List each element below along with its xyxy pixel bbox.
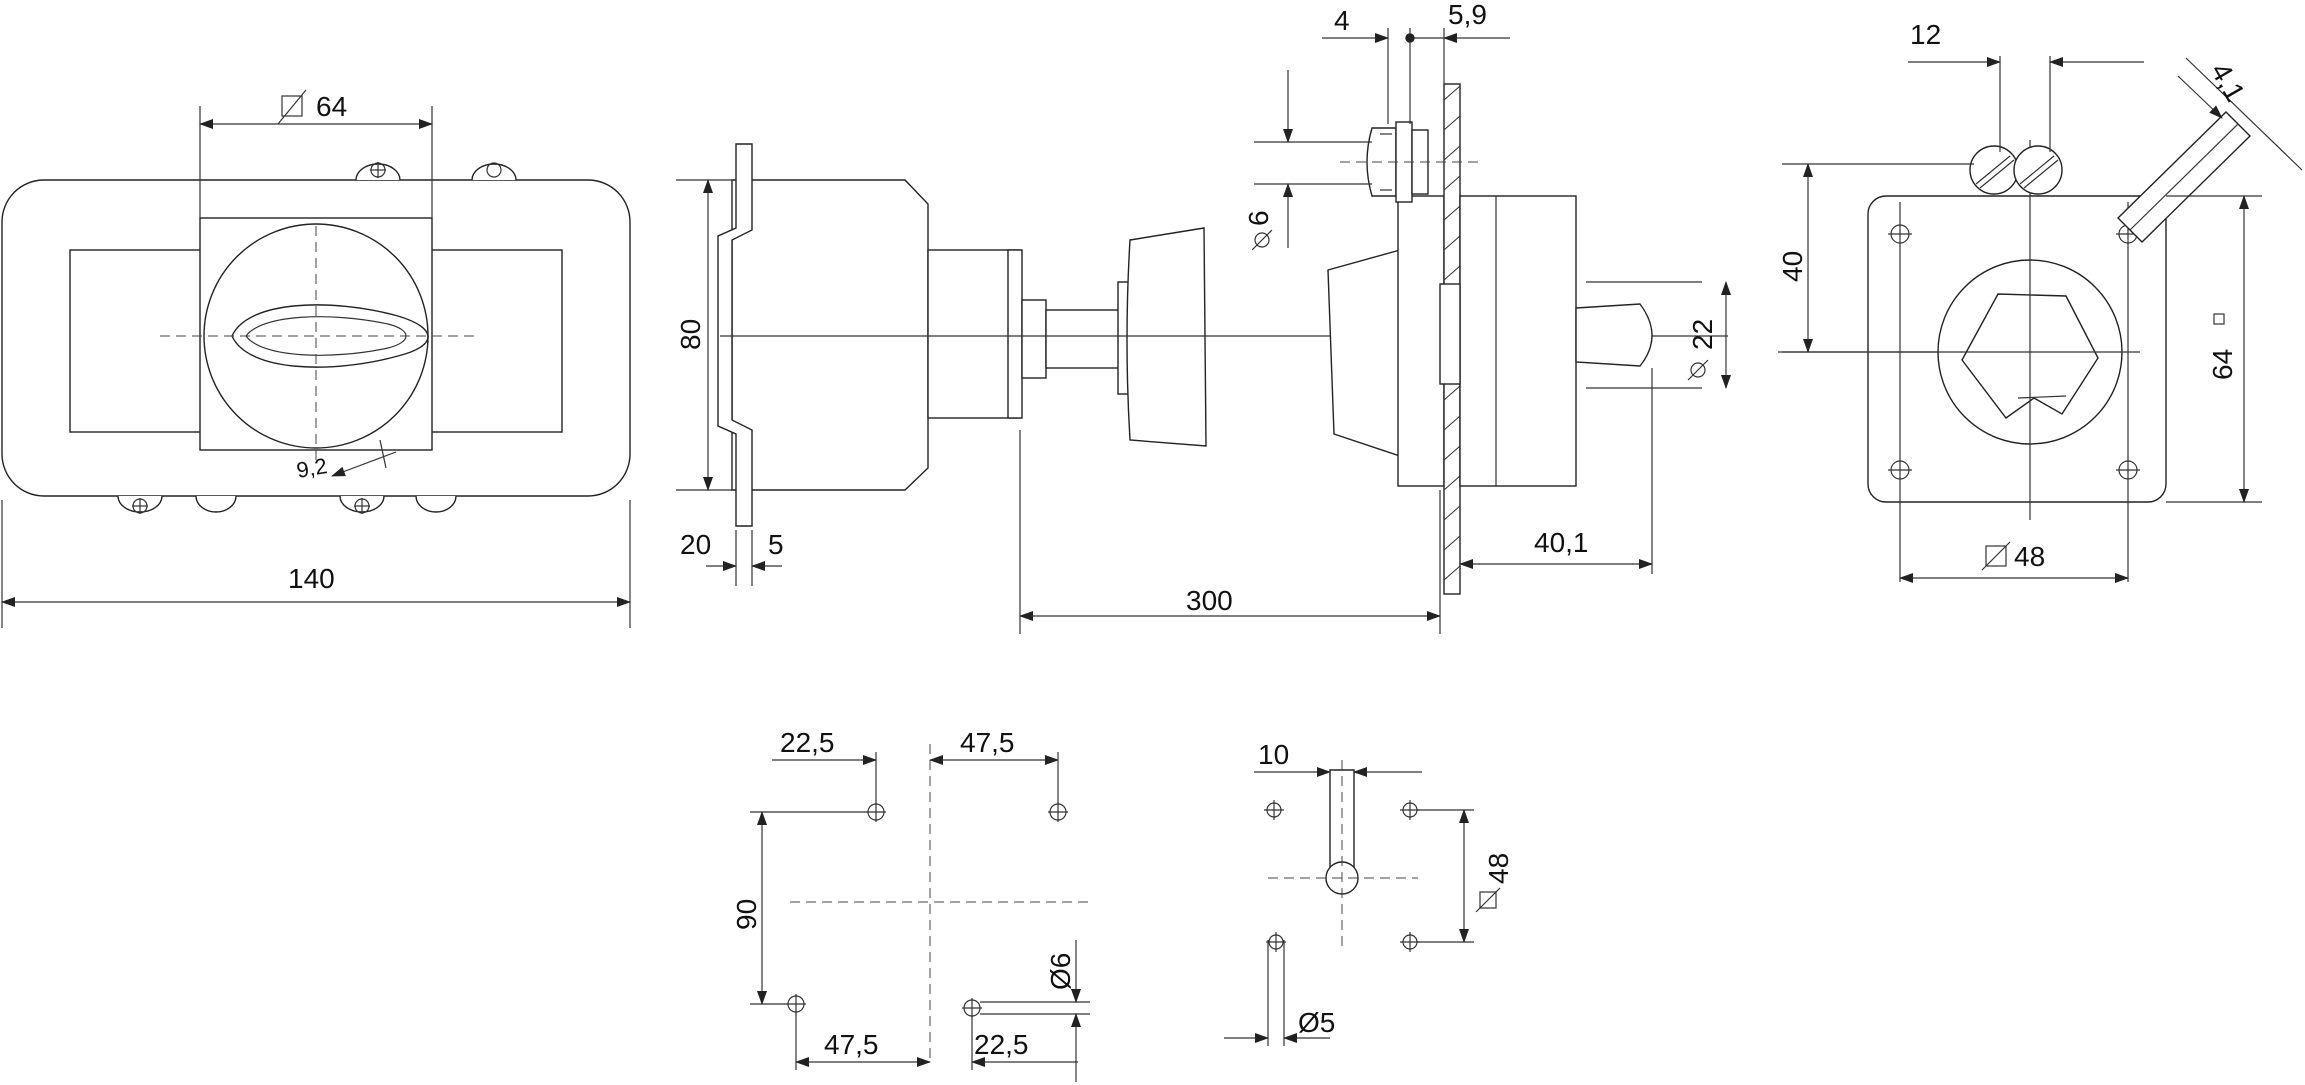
door-slot-label: 12 (1910, 19, 1941, 50)
side-shaft (1045, 309, 1123, 369)
cutout-b-view: 10 48 Ø5 (1224, 739, 1514, 1046)
front-left-window (69, 249, 203, 433)
door-square-label: 64 (2207, 349, 2238, 380)
cutout-a-bottom-right-label: 22,5 (974, 1029, 1029, 1060)
side-mount-screw (1340, 121, 1482, 203)
cutout-a-bottom-left-label: 47,5 (824, 1029, 879, 1060)
door-angle-label: 4,1 (2205, 58, 2251, 107)
cutout-a-right-label: 47,5 (960, 727, 1015, 758)
side-door-bezel (1327, 249, 1401, 457)
cutout-a-left-label: 22,5 (780, 727, 835, 758)
front-enclosure (1, 179, 631, 497)
cutout-a-hole-label: Ø6 (1045, 953, 1076, 990)
door-plate (1867, 195, 2167, 503)
side-body (731, 179, 929, 491)
cutout-b-holes (1264, 800, 1420, 952)
door-height-label: 40 (1777, 251, 1808, 282)
side-coupling (1021, 299, 1047, 379)
shaft-protrusion-label: 40,1 (1534, 527, 1589, 558)
front-view: 64 9,2 140 (1, 89, 631, 628)
cutout-a-holes (786, 802, 1068, 1018)
front-switch-plate (199, 217, 433, 451)
cutout-b-square-label: 48 (1483, 853, 1514, 884)
door-view: 12 4,1 40 64 48 (1777, 19, 2303, 583)
front-width-label: 140 (288, 563, 335, 594)
shaft-dia-label: 22 (1687, 319, 1718, 350)
mount-hole-label: 6 (1243, 210, 1274, 226)
cutout-a-height-label: 90 (731, 899, 762, 930)
cutout-b-hole-label: Ø5 (1298, 1007, 1335, 1038)
side-bracket (717, 143, 753, 527)
mount-gap-left-label: 4 (1334, 5, 1350, 36)
cutout-b-slot-label: 10 (1258, 739, 1289, 770)
side-collar (927, 249, 1021, 419)
mount-gap-right-label: 5,9 (1448, 0, 1487, 30)
side-flange-label: 20 (680, 529, 711, 560)
door-hole-square-label: 48 (2014, 541, 2045, 572)
front-right-window (429, 249, 563, 433)
front-mount-screws (117, 162, 517, 514)
side-door-frame (1397, 195, 1445, 487)
cutout-a-view: 22,5 47,5 90 47,5 22,5 Ø6 (731, 727, 1090, 1082)
front-handle-label: 9,2 (295, 453, 329, 483)
side-shaft-stub (1575, 303, 1653, 367)
door-knob-core (1961, 293, 2099, 419)
side-height-label: 80 (675, 319, 706, 350)
side-door-knob (1126, 227, 1207, 447)
side-view: 80 20 5 300 4 5,9 6 22 (675, 0, 1731, 634)
door-screws (1969, 145, 2063, 195)
front-handle (231, 304, 429, 368)
side-flange2-label: 5 (768, 529, 784, 560)
side-flange (1007, 249, 1023, 419)
side-rear-housing (1459, 195, 1577, 487)
shaft-length-label: 300 (1186, 585, 1233, 616)
front-square-label: 64 (316, 91, 347, 122)
